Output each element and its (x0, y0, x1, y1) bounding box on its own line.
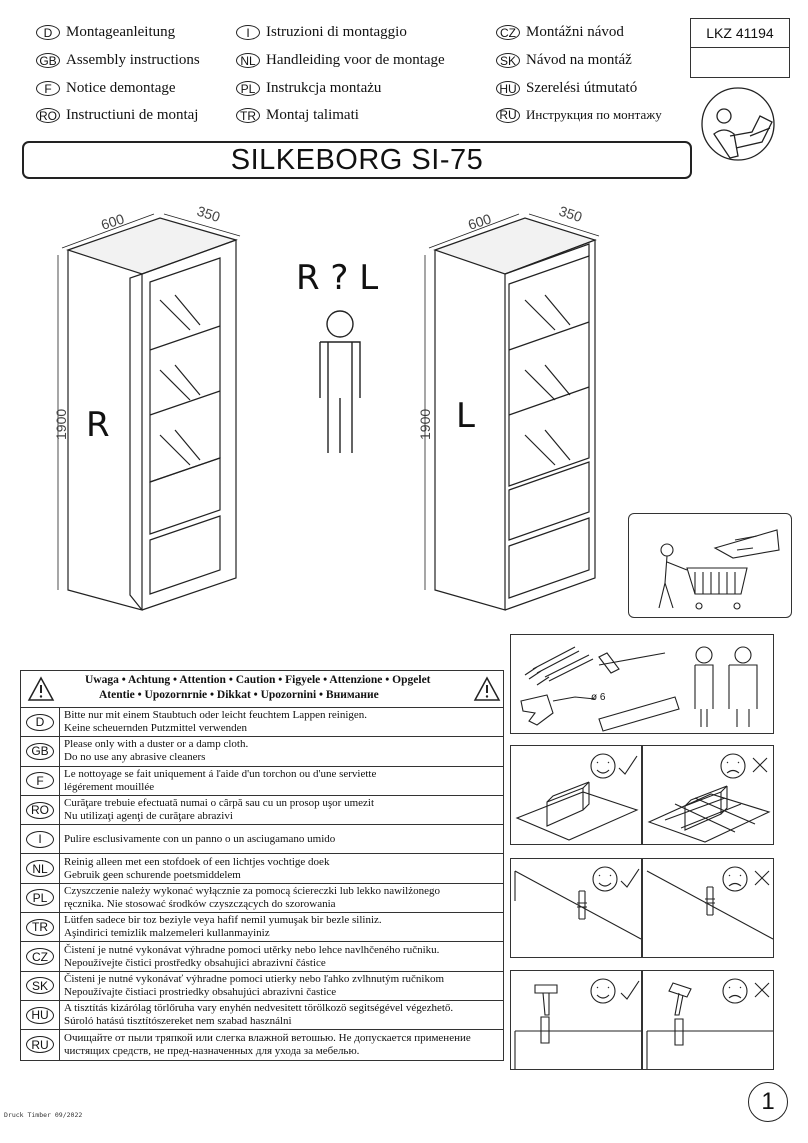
care-header-line2: Atentie • Upozornrnie • Dikkat • Upozorn… (99, 689, 379, 701)
floor-good-panel (510, 745, 642, 845)
cabinet-right-drawing (57, 213, 241, 611)
dim-depth-left: 350 (557, 203, 584, 226)
dowel-wrong-icon (646, 866, 774, 940)
warning-triangle-icon (473, 676, 501, 701)
tools-icon (520, 646, 758, 732)
care-header-line1: Uwaga • Achtung • Attention • Caution • … (85, 674, 431, 686)
dim-height-right: 1900 (53, 409, 69, 440)
hammer-bad-panel (642, 970, 774, 1070)
variant-question: R ? L (296, 258, 379, 298)
dim-width-right: 600 (99, 210, 126, 233)
page-title: SILKEBORG SI-75 (22, 141, 692, 179)
recycling-panel (628, 513, 792, 618)
care-header: Uwaga • Achtung • Attention • Caution • … (21, 671, 503, 708)
product-code: LKZ 41194 (691, 19, 789, 48)
dim-width-left: 600 (466, 210, 493, 233)
footer-print-info: Druck Timber 09/2022 (4, 1111, 83, 1119)
cabinet-on-floor-icon (647, 753, 771, 843)
hammer-wrong-icon (646, 978, 773, 1069)
person-figure (319, 310, 361, 453)
dowel-bad-panel (642, 858, 774, 958)
reading-person-icon (701, 87, 775, 161)
hammer-dowel-icon (514, 978, 641, 1069)
cabinet-on-carpet-icon (515, 753, 639, 841)
drill-size-label: ø 6 (591, 692, 606, 703)
product-code-box: LKZ 41194 (690, 18, 790, 78)
variant-left-label: L (456, 396, 475, 436)
care-instructions-table: Uwaga • Achtung • Attention • Caution • … (20, 670, 504, 1061)
warning-triangle-icon (27, 676, 55, 701)
cabinet-left-drawing (424, 213, 600, 611)
page-number: 1 (748, 1082, 788, 1122)
tools-panel: ø 6 (510, 634, 774, 734)
floor-bad-panel (642, 745, 774, 845)
dim-depth-right: 350 (195, 203, 222, 226)
variant-right-label: R (86, 405, 110, 445)
hammer-good-panel (510, 970, 642, 1070)
dowel-good-panel (510, 858, 642, 958)
shopping-cart-icon (658, 529, 780, 610)
dowel-insert-icon (514, 866, 642, 940)
